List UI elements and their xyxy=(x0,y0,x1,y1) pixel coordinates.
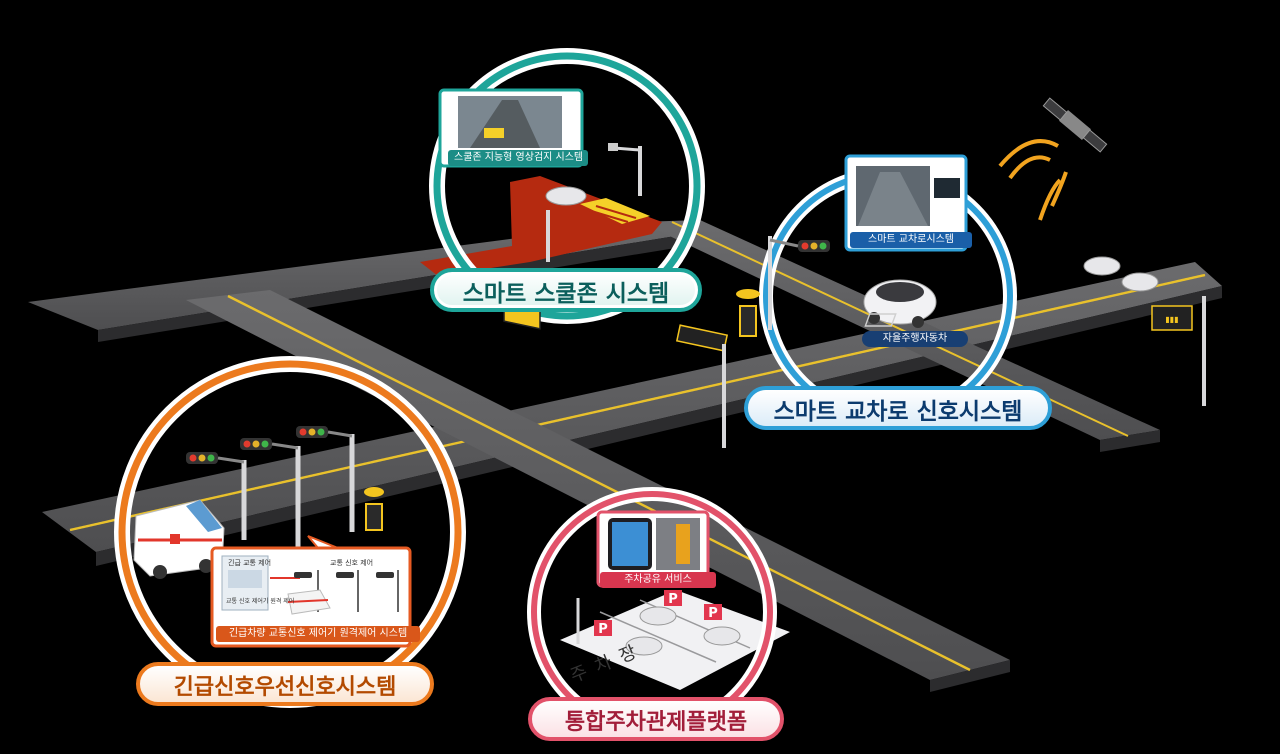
intersection-monitor-panel xyxy=(844,154,968,252)
satellite-icon xyxy=(998,97,1108,221)
emergency-panel-title: 긴급 교통 제어 xyxy=(228,559,272,567)
autonomous-car-icon xyxy=(863,279,937,328)
svg-text:P: P xyxy=(598,622,608,637)
autonomous-car-tag: 자율주행자동차 xyxy=(862,331,968,347)
parking-share-panel xyxy=(596,510,710,588)
emergency-panel-left-caption: 교통 신호 제어기 원격 제어 xyxy=(226,598,295,605)
road-cars xyxy=(545,186,1159,656)
school-zone-label: 스마트 스쿨존 시스템 xyxy=(430,268,702,312)
emergency-panel-right-caption: 교통 신호 제어 xyxy=(330,559,374,567)
school-zone-area xyxy=(420,176,662,276)
emergency-control-panel xyxy=(210,535,412,648)
svg-text:P: P xyxy=(708,606,718,621)
svg-text:▮▮▮: ▮▮▮ xyxy=(1165,315,1178,324)
parking-kiosks xyxy=(364,289,760,531)
ambulance-icon xyxy=(133,499,225,579)
intersection-label: 스마트 교차로 신호시스템 xyxy=(744,386,1052,430)
svg-text:P: P xyxy=(668,592,678,607)
school-zone-camera-panel xyxy=(438,88,584,168)
cross-road xyxy=(186,290,1010,692)
school-zone-camera-tag: 스쿨존 지능형 영상검지 시스템 xyxy=(448,150,588,166)
emergency-control-tag: 긴급차량 교통신호 제어기 원격제어 시스템 xyxy=(216,626,420,642)
parking-p-icon: P P P xyxy=(576,590,722,644)
emergency-label: 긴급신호우선신호시스템 xyxy=(136,662,434,706)
intersection-system-tag: 스마트 교차로시스템 xyxy=(850,232,972,248)
traffic-light-poles: ▮▮▮ xyxy=(186,143,1206,548)
parking-label: 통합주차관제플랫폼 xyxy=(528,697,784,741)
parking-share-tag: 주차공유 서비스 xyxy=(600,572,716,588)
